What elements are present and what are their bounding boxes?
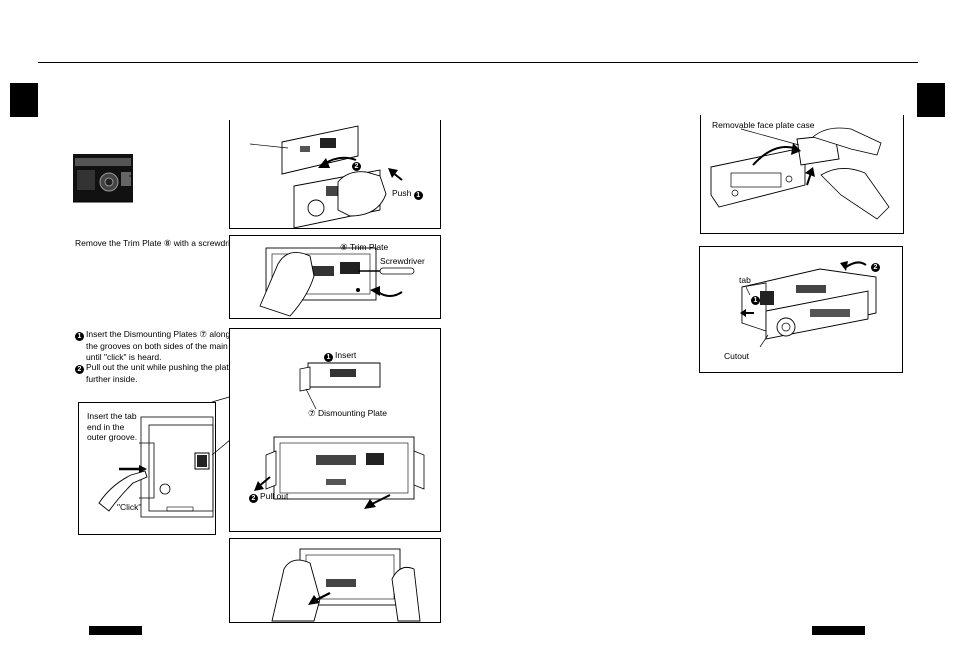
header-rule	[38, 62, 918, 63]
step-1-badge: 1	[75, 332, 84, 341]
insert-step-badge: 1	[324, 353, 333, 362]
right-section-tab	[917, 83, 945, 117]
step-2-badge-panel1: 2	[352, 162, 361, 171]
right-step-1-badge: 1	[751, 296, 760, 305]
step-1-line-1: Insert the Dismounting Plates ⑦ along	[86, 329, 231, 339]
insert-text: Insert	[335, 350, 357, 360]
panel-push-faceplate: 2 Push 1	[229, 120, 441, 229]
step-2-marker: 2	[352, 154, 363, 172]
step-1-line-3: until "click" is heard.	[86, 351, 162, 362]
panel-face-plate-case: Removable face plate case	[700, 115, 904, 234]
push-text: Push	[392, 188, 412, 198]
panel-pull-unit	[229, 538, 441, 623]
trim-plate-label: ⑧ Trim Plate	[340, 242, 389, 252]
pull-out-text: Pull out	[260, 491, 289, 501]
push-step-badge: 1	[413, 191, 423, 200]
click-label: "Click"	[117, 502, 142, 512]
panel-remove-trim-plate: ⑧ Trim Plate Screwdriver	[229, 235, 441, 319]
right-step-1-marker: 1	[751, 288, 762, 306]
tab-label: tab	[739, 275, 751, 285]
right-step-2-badge: 2	[871, 263, 880, 272]
removable-case-label: Removable face plate case	[712, 120, 815, 130]
step-1-line-2: the grooves on both sides of the main un…	[86, 341, 244, 351]
panel-tab-cutout: tab 1 2 Cutout	[699, 246, 903, 373]
inset-text-line-3: outer groove.	[87, 432, 138, 442]
push-label: Push 1	[392, 188, 425, 200]
inset-tab-detail-box: Insert the tab end in the outer groove. …	[78, 402, 216, 535]
remove-trim-plate-text: Remove the Trim Plate ⑧ with a screwdriv…	[75, 238, 244, 248]
left-page-number-bar	[89, 626, 142, 635]
left-section-tab	[10, 83, 38, 117]
screwdriver-label: Screwdriver	[380, 256, 425, 266]
step-2-line-2: further inside.	[86, 374, 138, 384]
dismounting-plate-label: ⑦ Dismounting Plate	[308, 408, 387, 418]
step-2-line-1: Pull out the unit while pushing the plat…	[86, 362, 238, 372]
trim-plate-detail-illustration	[73, 154, 133, 208]
right-step-2-marker: 2	[871, 255, 882, 273]
pull-out-step-badge: 2	[249, 494, 258, 503]
inset-text-line-2: end in the	[87, 421, 125, 432]
inset-tab-text: Insert the tab end in the outer groove.	[87, 411, 137, 443]
right-page-number-bar	[812, 626, 865, 635]
step-2-badge: 2	[75, 365, 84, 374]
cutout-label: Cutout	[724, 351, 750, 361]
inset-text-line-1: Insert the tab	[87, 411, 137, 421]
